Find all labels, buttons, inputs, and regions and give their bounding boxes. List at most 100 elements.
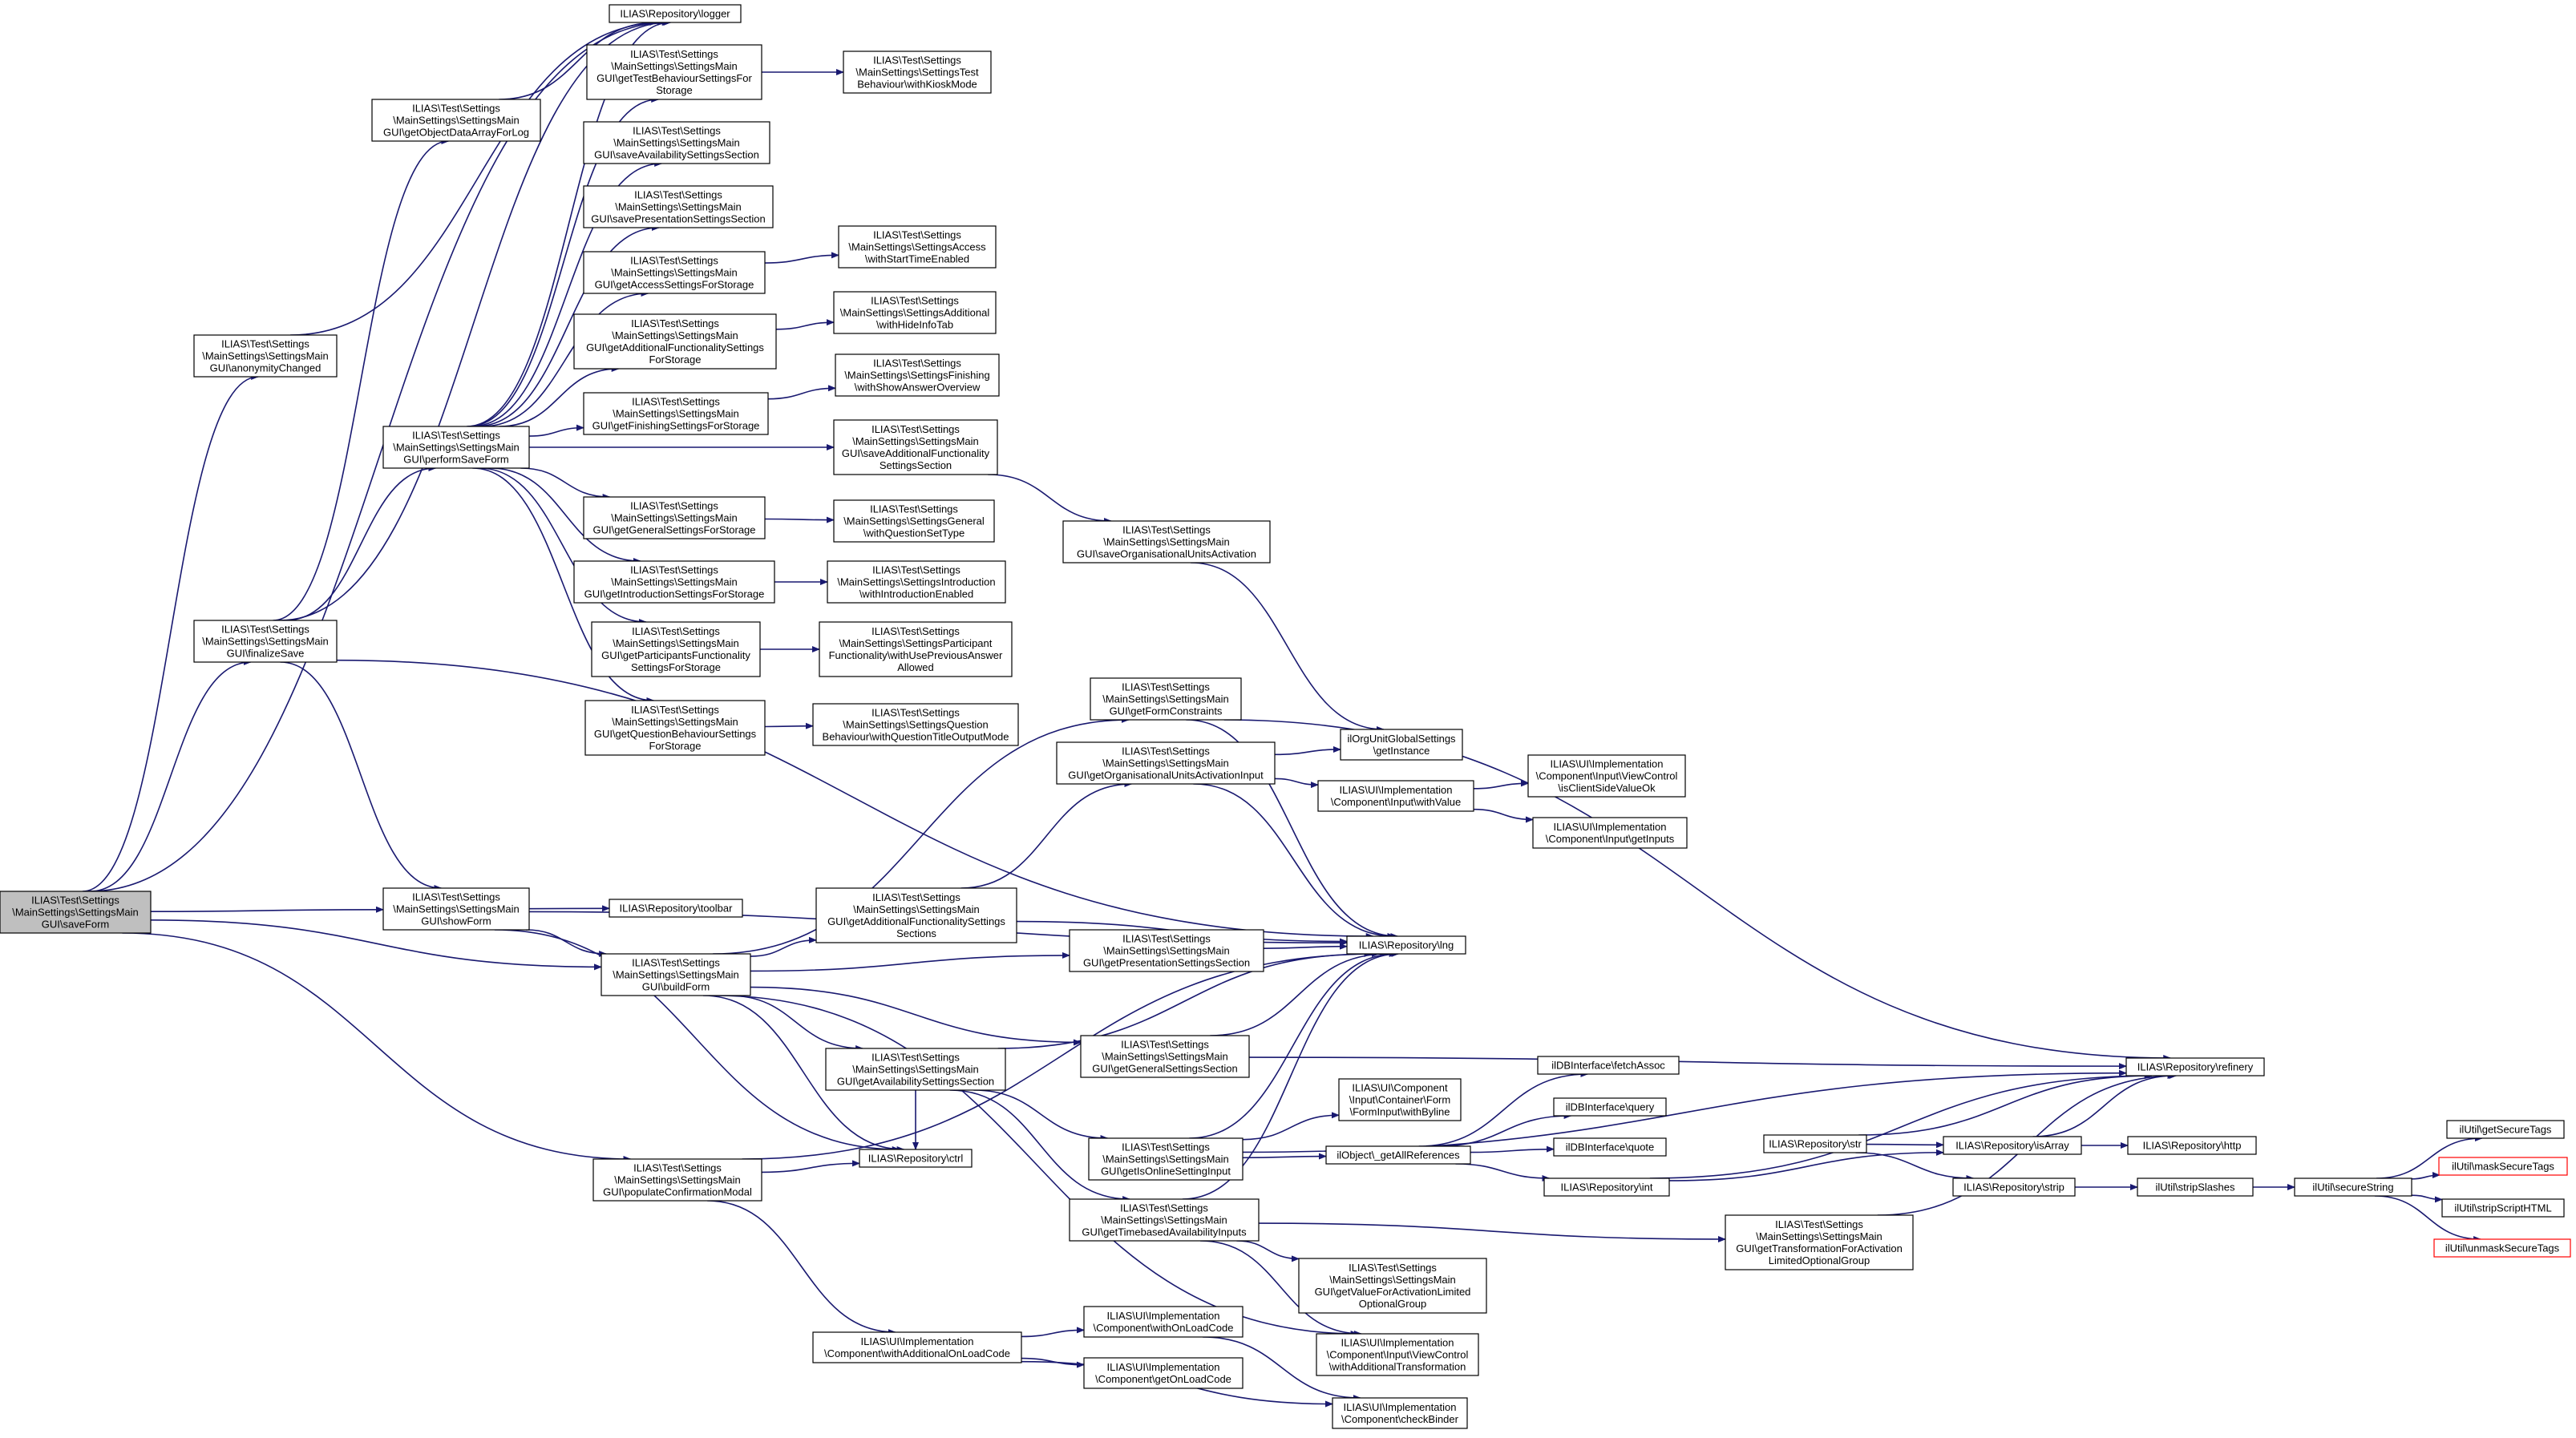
node-get-on-load-code[interactable]: ILIAS\UI\Implementation\Component\getOnL… bbox=[1083, 1357, 1244, 1389]
node-box[interactable] bbox=[2125, 1057, 2265, 1076]
node-box[interactable] bbox=[1340, 729, 1463, 761]
node-get-form-constraints[interactable]: ILIAS\Test\Settings\MainSettings\Setting… bbox=[1090, 677, 1242, 721]
node-box[interactable] bbox=[1763, 1134, 1867, 1153]
node-box[interactable] bbox=[583, 185, 774, 228]
node-box[interactable] bbox=[1090, 677, 1242, 721]
node-box[interactable] bbox=[583, 121, 770, 164]
node-get-value-for-activation-limited-optional-group[interactable]: ILIAS\Test\Settings\MainSettings\Setting… bbox=[1298, 1258, 1487, 1314]
node-get-finishing-settings-for-storage[interactable]: ILIAS\Test\Settings\MainSettings\Setting… bbox=[583, 392, 769, 435]
node-quote[interactable]: ilDBInterface\quote bbox=[1553, 1137, 1667, 1157]
node-get-introduction-settings-for-storage[interactable]: ILIAS\Test\Settings\MainSettings\Setting… bbox=[573, 560, 775, 604]
node-toolbar[interactable]: ILIAS\Repository\toolbar bbox=[609, 899, 743, 918]
node-with-kiosk-mode[interactable]: ILIAS\Test\Settings\MainSettings\Setting… bbox=[843, 50, 992, 94]
node-get-object-data-array-for-log[interactable]: ILIAS\Test\Settings\MainSettings\Setting… bbox=[371, 99, 541, 142]
node-build-form[interactable]: ILIAS\Test\Settings\MainSettings\Setting… bbox=[601, 953, 751, 996]
node-get-general-settings-for-storage[interactable]: ILIAS\Test\Settings\MainSettings\Setting… bbox=[583, 496, 766, 539]
node-mask-secure-tags[interactable]: ilUtil\maskSecureTags bbox=[2438, 1157, 2568, 1176]
node-get-additional-functionality-settings-sections[interactable]: ILIAS\Test\Settings\MainSettings\Setting… bbox=[815, 887, 1017, 943]
node-box[interactable] bbox=[586, 44, 762, 100]
node-box[interactable] bbox=[1346, 935, 1466, 955]
node-repo-str[interactable]: ILIAS\Repository\str bbox=[1763, 1134, 1867, 1153]
node-box[interactable] bbox=[1952, 1177, 2076, 1197]
node-with-show-answer-overview[interactable]: ILIAS\Test\Settings\MainSettings\Setting… bbox=[835, 353, 1000, 397]
node-get-organisational-units-activation-input[interactable]: ILIAS\Test\Settings\MainSettings\Setting… bbox=[1056, 741, 1276, 785]
node-get-timebased-availability-inputs[interactable]: ILIAS\Test\Settings\MainSettings\Setting… bbox=[1069, 1198, 1260, 1242]
node-box[interactable] bbox=[0, 891, 152, 934]
node-box[interactable] bbox=[2294, 1177, 2412, 1197]
node-box[interactable] bbox=[1338, 1078, 1462, 1121]
node-is-client-side-value-ok[interactable]: ILIAS\UI\Implementation\Component\Input\… bbox=[1527, 754, 1686, 798]
node-get-access-settings-for-storage[interactable]: ILIAS\Test\Settings\MainSettings\Setting… bbox=[583, 251, 766, 294]
node-populate-confirmation-modal[interactable]: ILIAS\Test\Settings\MainSettings\Setting… bbox=[592, 1158, 762, 1202]
node-box[interactable] bbox=[193, 334, 338, 378]
node-box[interactable] bbox=[859, 1149, 973, 1168]
node-get-question-behaviour-settings-for-storage[interactable]: ILIAS\Test\Settings\MainSettings\Setting… bbox=[584, 700, 766, 756]
node-is-array[interactable]: ILIAS\Repository\isArray bbox=[1943, 1136, 2082, 1155]
node-http[interactable]: ILIAS\Repository\http bbox=[2127, 1136, 2257, 1155]
node-box[interactable] bbox=[827, 560, 1006, 604]
node-with-on-load-code[interactable]: ILIAS\UI\Implementation\Component\withOn… bbox=[1083, 1306, 1244, 1338]
node-save-presentation-settings-section[interactable]: ILIAS\Test\Settings\MainSettings\Setting… bbox=[583, 185, 774, 228]
node-box[interactable] bbox=[1069, 1198, 1260, 1242]
node-box[interactable] bbox=[833, 291, 997, 334]
node-box[interactable] bbox=[2433, 1238, 2571, 1258]
node-box[interactable] bbox=[584, 700, 766, 756]
node-box[interactable] bbox=[2127, 1136, 2257, 1155]
node-with-value[interactable]: ILIAS\UI\Implementation\Component\Input\… bbox=[1317, 780, 1474, 812]
node-query[interactable]: ilDBInterface\query bbox=[1553, 1097, 1667, 1117]
node-ctrl[interactable]: ILIAS\Repository\ctrl bbox=[859, 1149, 973, 1168]
node-box[interactable] bbox=[591, 621, 761, 677]
node-box[interactable] bbox=[1080, 1035, 1250, 1078]
node-box[interactable] bbox=[609, 4, 742, 23]
node-get-inputs[interactable]: ILIAS\UI\Implementation\Component\Input\… bbox=[1532, 817, 1688, 849]
node-box[interactable] bbox=[193, 620, 338, 663]
node-with-question-title-output-mode[interactable]: ILIAS\Test\Settings\MainSettings\Setting… bbox=[812, 703, 1019, 746]
node-box[interactable] bbox=[2137, 1177, 2254, 1197]
node-box[interactable] bbox=[1553, 1137, 1667, 1157]
node-box[interactable] bbox=[1532, 817, 1688, 849]
node-strip-slashes[interactable]: ilUtil\stripSlashes bbox=[2137, 1177, 2254, 1197]
node-with-introduction-enabled[interactable]: ILIAS\Test\Settings\MainSettings\Setting… bbox=[827, 560, 1006, 604]
node-fetch-assoc[interactable]: ilDBInterface\fetchAssoc bbox=[1537, 1056, 1680, 1075]
node-box[interactable] bbox=[812, 1331, 1022, 1363]
node-with-additional-on-load-code[interactable]: ILIAS\UI\Implementation\Component\withAd… bbox=[812, 1331, 1022, 1363]
node-box[interactable] bbox=[1088, 1137, 1244, 1181]
node-get-availability-settings-section[interactable]: ILIAS\Test\Settings\MainSettings\Setting… bbox=[825, 1048, 1006, 1091]
node-save-availability-settings-section[interactable]: ILIAS\Test\Settings\MainSettings\Setting… bbox=[583, 121, 770, 164]
node-box[interactable] bbox=[1725, 1214, 1914, 1270]
node-box[interactable] bbox=[1083, 1306, 1244, 1338]
node-box[interactable] bbox=[573, 560, 775, 604]
node-with-start-time-enabled[interactable]: ILIAS\Test\Settings\MainSettings\Setting… bbox=[838, 225, 997, 269]
node-box[interactable] bbox=[609, 899, 743, 918]
node-secure-string[interactable]: ilUtil\secureString bbox=[2294, 1177, 2412, 1197]
node-box[interactable] bbox=[583, 392, 769, 435]
node-save-form[interactable]: ILIAS\Test\Settings\MainSettings\Setting… bbox=[0, 891, 152, 934]
node-refinery[interactable]: ILIAS\Repository\refinery bbox=[2125, 1057, 2265, 1076]
node-with-question-set-type[interactable]: ILIAS\Test\Settings\MainSettings\Setting… bbox=[833, 499, 995, 543]
node-check-binder[interactable]: ILIAS\UI\Implementation\Component\checkB… bbox=[1332, 1397, 1468, 1429]
node-anonymity-changed[interactable]: ILIAS\Test\Settings\MainSettings\Setting… bbox=[193, 334, 338, 378]
node-get-presentation-settings-section[interactable]: ILIAS\Test\Settings\MainSettings\Setting… bbox=[1069, 929, 1264, 972]
node-box[interactable] bbox=[371, 99, 541, 142]
node-get-participants-functionality-settings-for-storage[interactable]: ILIAS\Test\Settings\MainSettings\Setting… bbox=[591, 621, 761, 677]
node-box[interactable] bbox=[583, 251, 766, 294]
node-get-secure-tags[interactable]: ilUtil\getSecureTags bbox=[2446, 1120, 2565, 1139]
node-get-instance[interactable]: ilOrgUnitGlobalSettings\getInstance bbox=[1340, 729, 1463, 761]
node-show-form[interactable]: ILIAS\Test\Settings\MainSettings\Setting… bbox=[382, 887, 530, 931]
node-get-test-behaviour-settings-for-storage[interactable]: ILIAS\Test\Settings\MainSettings\Setting… bbox=[586, 44, 762, 100]
node-box[interactable] bbox=[843, 50, 992, 94]
node-box[interactable] bbox=[825, 1048, 1006, 1091]
node-box[interactable] bbox=[1317, 780, 1474, 812]
node-box[interactable] bbox=[601, 953, 751, 996]
node-box[interactable] bbox=[2438, 1157, 2568, 1176]
node-strip[interactable]: ILIAS\Repository\strip bbox=[1952, 1177, 2076, 1197]
node-form-input-with-byline[interactable]: ILIAS\UI\Component\Input\Container\Form\… bbox=[1338, 1078, 1462, 1121]
node-unmask-secure-tags[interactable]: ilUtil\unmaskSecureTags bbox=[2433, 1238, 2571, 1258]
node-box[interactable] bbox=[1553, 1097, 1667, 1117]
node-box[interactable] bbox=[2441, 1198, 2565, 1218]
node-perform-save-form[interactable]: ILIAS\Test\Settings\MainSettings\Setting… bbox=[382, 426, 530, 469]
node-box[interactable] bbox=[573, 313, 777, 370]
node-box[interactable] bbox=[819, 621, 1013, 677]
node-box[interactable] bbox=[1325, 1145, 1471, 1165]
node-box[interactable] bbox=[1298, 1258, 1487, 1314]
